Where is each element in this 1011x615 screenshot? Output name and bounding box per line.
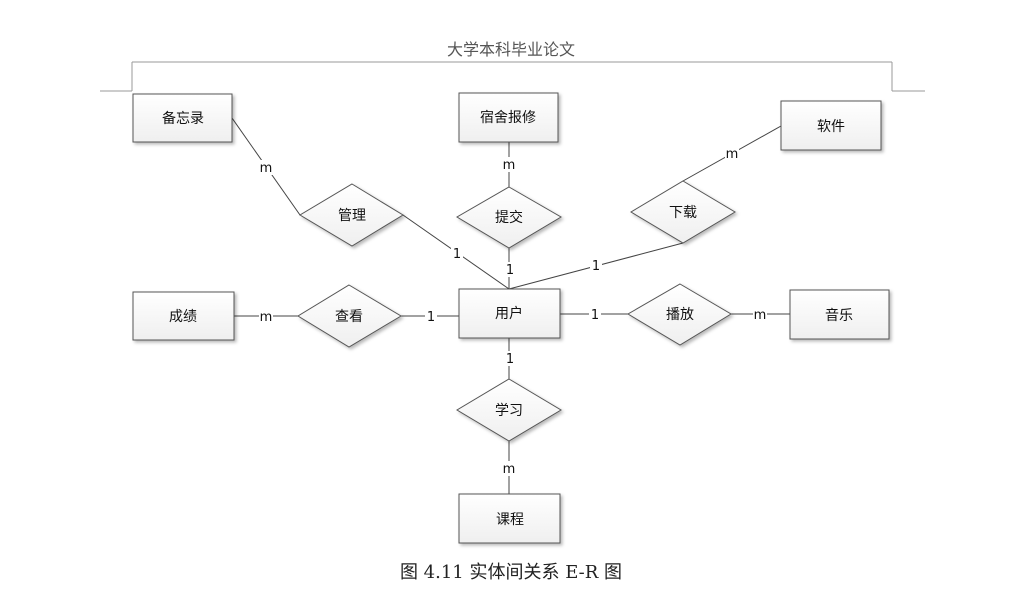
cardinality-repair-submit: m: [503, 158, 516, 173]
figure-caption: 图 4.11 实体间关系 E-R 图: [399, 562, 623, 583]
cardinality-grades-view: m: [260, 310, 273, 325]
relationship-submit-label: 提交: [495, 209, 523, 226]
cardinality-software-download: m: [726, 147, 739, 162]
entity-software-label: 软件: [817, 119, 845, 135]
entity-grades-label: 成绩: [169, 309, 197, 325]
relationship-manage: 管理: [299, 183, 404, 247]
header-rule: [100, 61, 925, 92]
cardinality-play-music: m: [754, 308, 767, 323]
relationship-view: 查看: [297, 284, 402, 348]
entity-dorm-repair-label: 宿舍报修: [480, 109, 536, 126]
entity-course: 课程: [458, 493, 561, 544]
entity-music: 音乐: [789, 289, 890, 340]
relationship-study-label: 学习: [495, 403, 523, 419]
entity-course-label: 课程: [496, 512, 524, 528]
relationship-play-label: 播放: [666, 307, 694, 323]
relationship-view-label: 查看: [335, 309, 363, 325]
relationship-manage-label: 管理: [338, 208, 366, 224]
entity-dorm-repair: 宿舍报修: [458, 92, 559, 143]
relationship-download-label: 下载: [669, 205, 697, 221]
entity-user-label: 用户: [495, 305, 523, 322]
entity-grades: 成绩: [132, 291, 235, 341]
cardinality-manage-user: 1: [453, 247, 461, 262]
cardinality-user-play: 1: [591, 308, 599, 323]
relationship-download: 下载: [630, 180, 736, 244]
entity-music-label: 音乐: [825, 307, 853, 324]
cardinality-study-course: m: [503, 462, 516, 477]
relationship-submit: 提交: [456, 186, 562, 249]
cardinality-view-user: 1: [427, 310, 435, 325]
cardinality-submit-user: 1: [506, 263, 514, 278]
relationship-study: 学习: [456, 378, 562, 442]
entity-memo-label: 备忘录: [162, 110, 204, 127]
cardinality-memo-manage: m: [260, 161, 273, 176]
entity-software: 软件: [780, 100, 882, 151]
page-header: 大学本科毕业论文: [446, 40, 575, 59]
cardinality-user-study: 1: [506, 352, 514, 367]
entity-memo: 备忘录: [132, 93, 233, 143]
cardinality-labels: m 1 m 1 m 1 m 1 1 m 1 m: [259, 146, 767, 477]
cardinality-download-user: 1: [592, 259, 600, 274]
relationship-play: 播放: [627, 283, 732, 346]
entity-user: 用户: [458, 288, 561, 339]
